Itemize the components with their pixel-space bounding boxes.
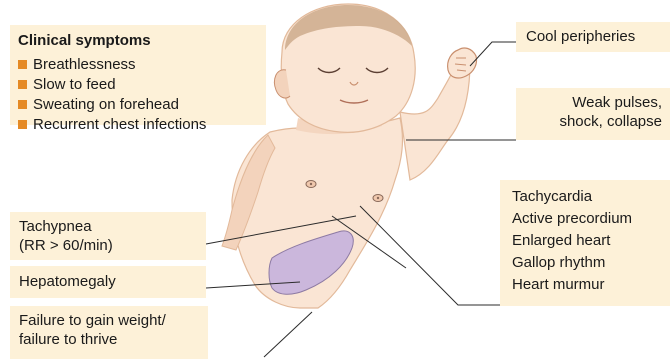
symptom-item: Recurrent chest infections — [18, 115, 258, 134]
cool-peripheries-label: Cool peripheries — [516, 22, 670, 52]
weak-pulses-label: Weak pulses, shock, collapse — [516, 88, 670, 140]
square-bullet-icon — [18, 80, 27, 89]
cardiac-signs-label: Tachycardia Active precordium Enlarged h… — [500, 180, 670, 306]
leader-failure — [264, 312, 312, 357]
square-bullet-icon — [18, 120, 27, 129]
symptom-item: Slow to feed — [18, 75, 258, 94]
tachypnea-label: Tachypnea (RR > 60/min) — [10, 212, 206, 260]
hepatomegaly-label: Hepatomegaly — [10, 266, 206, 298]
symptom-item: Breathlessness — [18, 55, 258, 74]
square-bullet-icon — [18, 60, 27, 69]
clinical-symptoms-title: Clinical symptoms — [18, 31, 258, 50]
leader-cardiac — [360, 206, 500, 305]
symptom-item: Sweating on forehead — [18, 95, 258, 114]
square-bullet-icon — [18, 100, 27, 109]
clinical-symptoms-box: Clinical symptoms Breathlessness Slow to… — [10, 25, 266, 125]
failure-to-thrive-label: Failure to gain weight/ failure to thriv… — [10, 306, 208, 359]
